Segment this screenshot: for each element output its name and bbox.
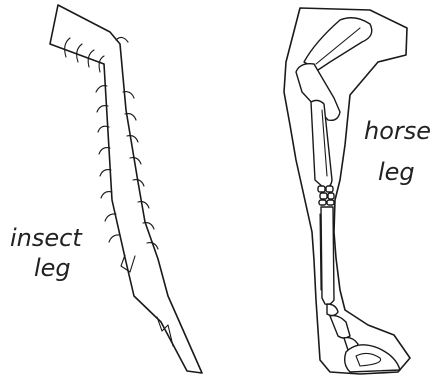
insect-spine [65,38,70,57]
horse-label-line1: horse [364,117,431,145]
horse-leg-drawing [284,8,410,374]
insect-spine [127,136,138,142]
sesamoid-bone [327,304,338,316]
insect-spine [147,243,158,249]
horse-label-line2: leg [378,158,415,186]
insect-spine [100,170,111,176]
carpal-bones [318,186,334,205]
insect-spine [143,223,154,229]
pastern-bone [330,316,350,338]
insect-label-line2: leg [34,254,71,282]
insect-spine [109,235,120,242]
scapula-bone [304,18,372,70]
insect-label-line1: insect [10,224,83,252]
cannon-bone [321,207,334,305]
insect-spine [138,202,149,208]
hoof [345,345,400,372]
insect-leg-drawing [50,5,202,373]
horse-leg-outline [284,8,410,374]
insect-spine [101,192,112,198]
insect-leg-outline [50,5,202,373]
insect-spine [105,214,116,221]
insect-spine [77,44,82,62]
